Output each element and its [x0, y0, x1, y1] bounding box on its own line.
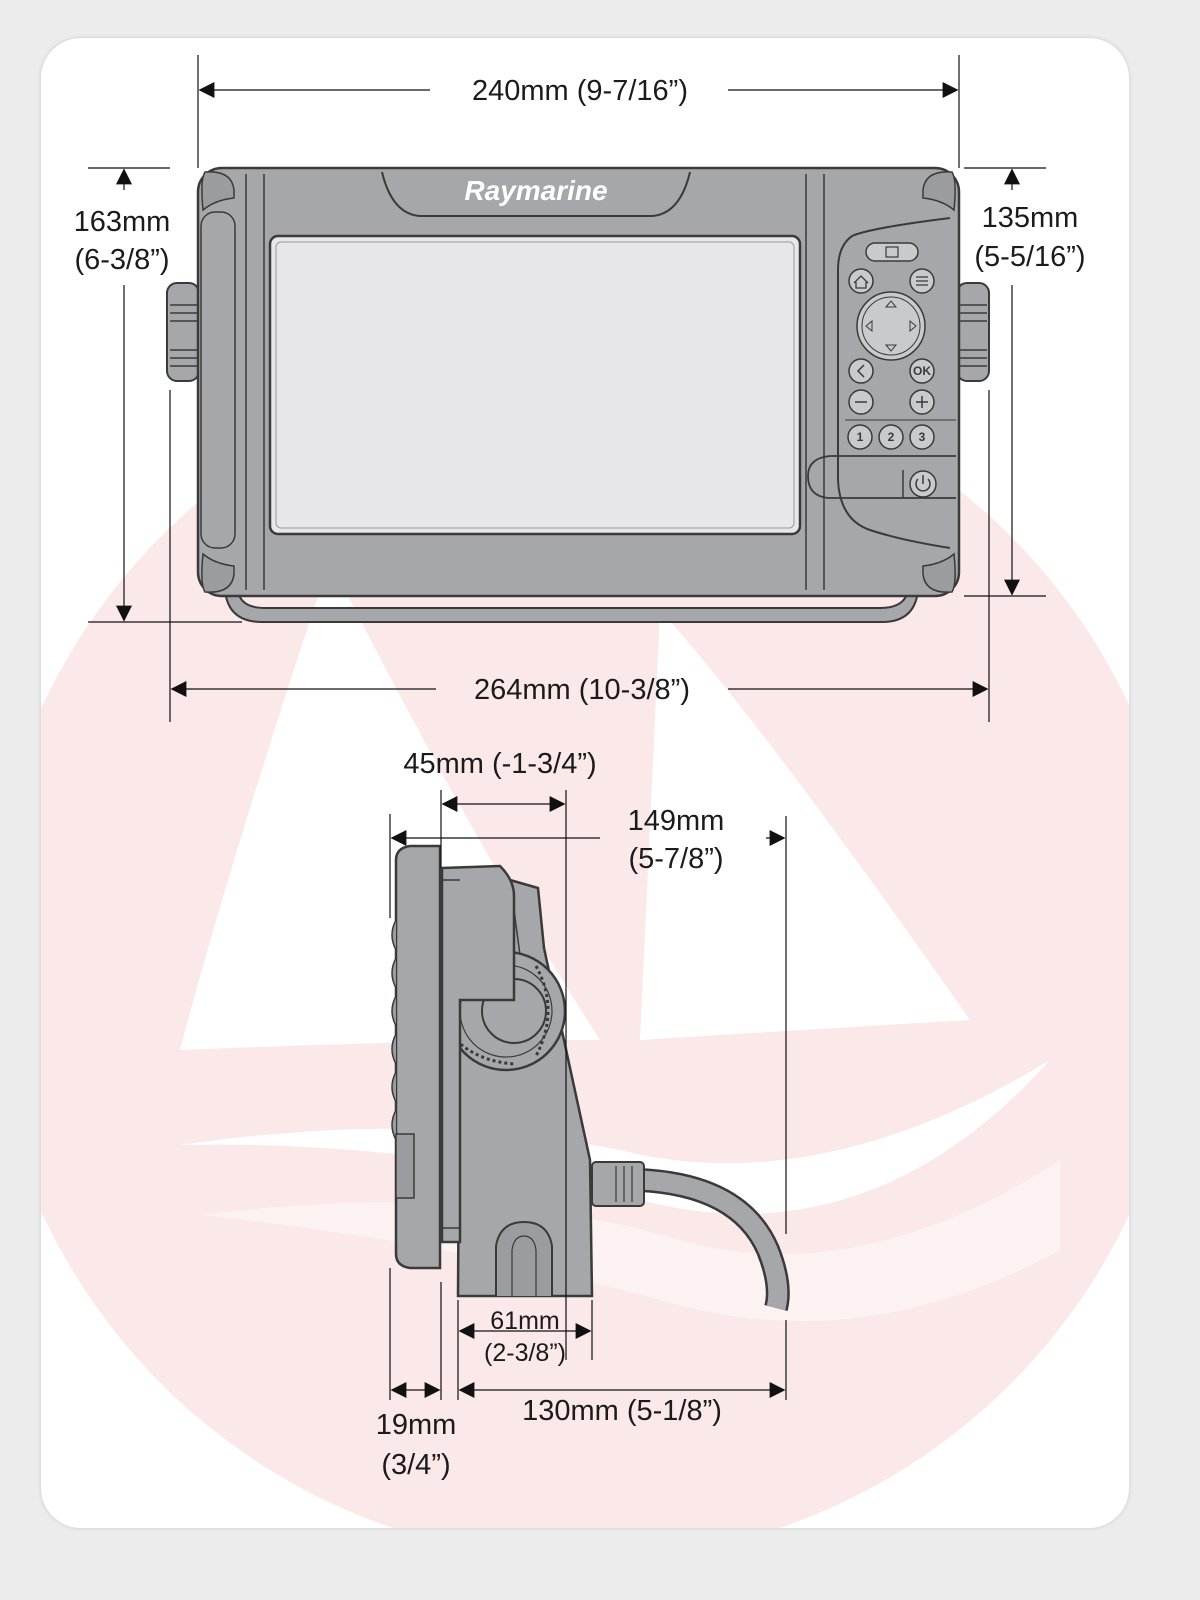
arrow-down-icon: [884, 344, 898, 352]
power-button[interactable]: [909, 470, 937, 498]
bracket-knob-right: [956, 282, 990, 382]
depth-total-label-mm: 149mm: [628, 805, 725, 837]
shortcut-button-2[interactable]: 2: [878, 424, 904, 450]
home-icon: [853, 275, 869, 289]
waypoint-button[interactable]: [865, 242, 919, 262]
back-button[interactable]: [848, 358, 874, 384]
bracket-base-label-in: (2-3/8”): [484, 1339, 566, 1367]
plus-icon: [916, 396, 928, 408]
keypad: OK 1 2 3: [807, 217, 956, 549]
shortcut-button-3[interactable]: 3: [909, 424, 935, 450]
svg-text:3: 3: [919, 430, 926, 444]
side-dimension-lines: [389, 790, 787, 1400]
height-bezel-label-in: (5-5/16”): [974, 241, 1085, 273]
depth-total-label-in: (5-7/8”): [628, 843, 723, 875]
height-overall-label-in: (6-3/8”): [74, 244, 169, 276]
bezel-depth-label-in: (3/4”): [381, 1449, 450, 1481]
svg-text:OK: OK: [913, 364, 931, 378]
bracket-knob-left: [166, 282, 200, 382]
directional-pad[interactable]: [856, 291, 926, 361]
bracket-base-label-mm: 61mm: [490, 1307, 559, 1335]
display-screen: [268, 234, 802, 536]
zoom-out-button[interactable]: [848, 389, 874, 415]
height-bezel-label-mm: 135mm: [982, 202, 1079, 234]
menu-icon: [916, 276, 928, 286]
depth-body-label: 130mm (5-1/8”): [522, 1395, 722, 1427]
zoom-in-button[interactable]: [909, 389, 935, 415]
display-bezel-side: [394, 844, 442, 1270]
svg-text:1: 1: [857, 430, 864, 444]
menu-button[interactable]: [909, 268, 935, 294]
arrow-up-icon: [884, 300, 898, 308]
cable-connector: [591, 1161, 645, 1207]
arrow-right-icon: [909, 319, 917, 333]
width-overall-label: 264mm (10-3/8”): [474, 674, 690, 706]
depth-bracket-label: 45mm (-1-3/4”): [403, 748, 596, 780]
width-bezel-label: 240mm (9-7/16”): [472, 75, 688, 107]
side-view: [391, 844, 790, 1312]
arrow-left-icon: [865, 319, 873, 333]
display-body-side: [440, 864, 516, 1244]
front-view: Raymarine: [166, 166, 990, 623]
shortcut-button-1[interactable]: 1: [847, 424, 873, 450]
height-overall-label-mm: 163mm: [74, 206, 171, 238]
front-dimension-lines: [88, 55, 1046, 722]
brand-logo: Raymarine: [464, 175, 607, 206]
bezel-depth-label-mm: 19mm: [376, 1409, 457, 1441]
power-icon: [915, 475, 931, 492]
ok-button[interactable]: OK: [909, 358, 935, 384]
svg-text:2: 2: [888, 430, 895, 444]
chevron-left-icon: [856, 364, 865, 378]
home-button[interactable]: [848, 268, 874, 294]
